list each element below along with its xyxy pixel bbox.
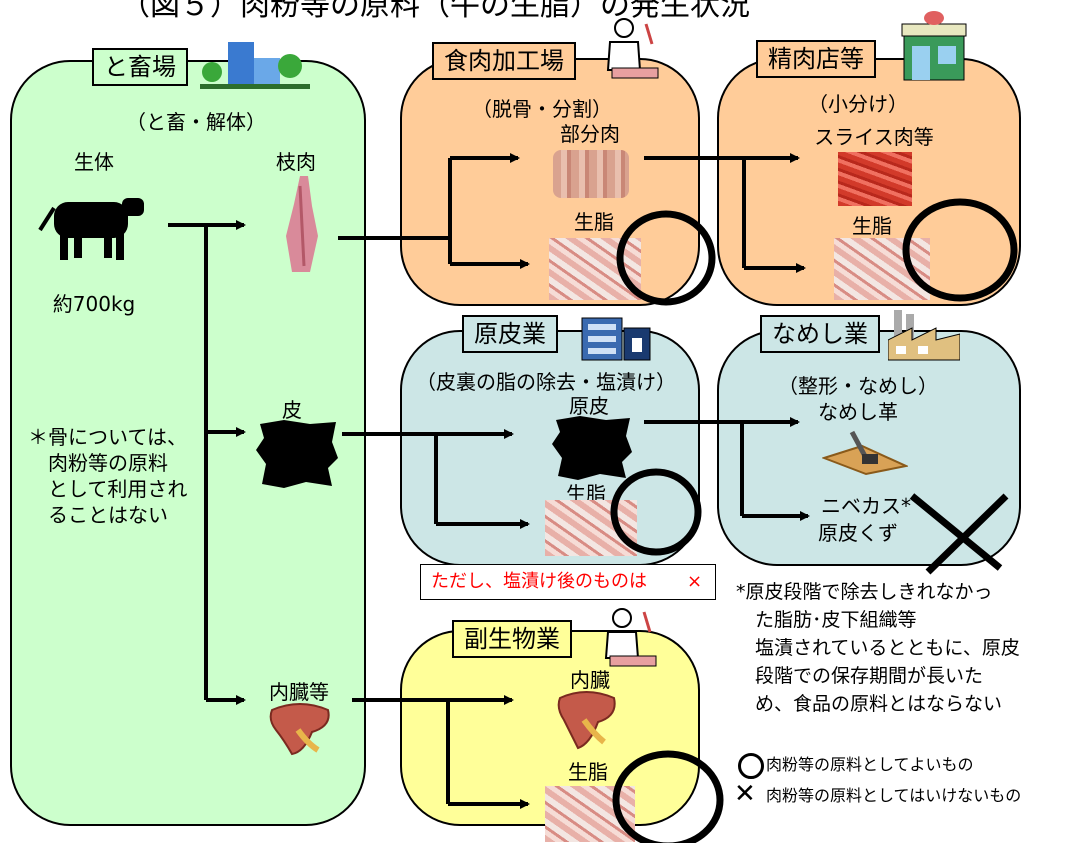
label-carcass: 枝肉 bbox=[276, 150, 316, 174]
ok-circle-fat-2 bbox=[902, 198, 1018, 302]
butcher-worker-icon bbox=[596, 14, 662, 84]
ok-circle-fat-1 bbox=[616, 210, 716, 306]
label-byproduct: 副生物業 bbox=[452, 620, 572, 658]
label-slaughterhouse: と畜場 bbox=[92, 48, 188, 86]
nibekasu-footnote: *原皮段階で除去しきれなかっ た脂肪･皮下組織等 塩漬されているとともに、原皮 … bbox=[736, 581, 1020, 715]
meat-process-caption: （脱骨・分割） bbox=[472, 97, 612, 121]
label-skin: 皮 bbox=[282, 398, 302, 422]
salted-note-mark: × bbox=[687, 571, 703, 592]
sliced-meat-image bbox=[838, 152, 912, 206]
label-butcher: 精肉店等 bbox=[756, 40, 876, 78]
cross-legend-icon: ✕ bbox=[734, 779, 756, 809]
label-offal: 内臓等 bbox=[269, 680, 329, 704]
label-meat-processing: 食肉加工場 bbox=[432, 42, 576, 80]
shop-storefront-icon bbox=[898, 10, 970, 84]
label-hide: 原皮業 bbox=[462, 315, 558, 353]
bone-note: ＊骨については、 肉粉等の原料 として利用され ることはない bbox=[28, 425, 188, 527]
label-raw-fat-2: 生脂 bbox=[852, 214, 892, 238]
legend-ok-text: 肉粉等の原料としてよいもの bbox=[766, 755, 974, 774]
tanning-process-caption: （整形・なめし） bbox=[778, 374, 938, 398]
hide-process-caption: （皮裏の脂の除去・塩漬け） bbox=[416, 370, 676, 394]
butcher-process-caption: （小分け） bbox=[808, 92, 908, 116]
page-title: （図５）肉粉等の原料（牛の生脂）の発生状況 bbox=[120, 0, 750, 23]
partial-meat-image bbox=[553, 150, 629, 198]
label-nibekasu: ニベカス* bbox=[821, 494, 911, 518]
organ-liver-icon bbox=[556, 688, 618, 752]
salted-note-text: ただし、塩漬け後のものは bbox=[431, 571, 647, 592]
tannery-factory-icon bbox=[887, 306, 961, 362]
ok-circle-fat-3 bbox=[610, 468, 702, 556]
byproduct-worker-icon bbox=[594, 604, 660, 670]
label-tanning: なめし業 bbox=[760, 315, 880, 353]
building-trees-icon bbox=[200, 38, 310, 90]
offal-liver-icon bbox=[268, 700, 332, 758]
leather-tool-icon bbox=[820, 428, 910, 476]
raw-hide-icon bbox=[550, 414, 634, 482]
label-organ: 内臓 bbox=[570, 668, 610, 692]
label-raw-fat-1: 生脂 bbox=[574, 210, 614, 234]
label-tanned-leather: なめし革 bbox=[818, 400, 898, 424]
ng-cross-nibekasu bbox=[909, 493, 1009, 575]
label-live-cattle: 生体 bbox=[74, 150, 114, 174]
label-raw-hide: 原皮 bbox=[569, 394, 609, 418]
circle-legend-icon bbox=[738, 753, 764, 779]
raw-fat-image-3 bbox=[545, 500, 637, 556]
ok-circle-fat-4 bbox=[612, 750, 724, 843]
label-hide-waste: 原皮くず bbox=[818, 521, 898, 545]
label-weight: 約700kg bbox=[52, 292, 136, 316]
label-sliced-meat: スライス肉等 bbox=[814, 125, 934, 149]
legend-ng-text: 肉粉等の原料としてはいけないもの bbox=[766, 786, 1022, 805]
carcass-icon bbox=[282, 176, 322, 274]
label-partial-meat: 部分肉 bbox=[560, 122, 620, 146]
slaughter-process-caption: （と畜・解体） bbox=[126, 110, 266, 134]
factory-office-icon bbox=[580, 312, 652, 362]
salted-note-box: ただし、塩漬け後のものは × bbox=[420, 564, 716, 600]
cattle-icon bbox=[36, 190, 152, 262]
skin-hide-icon bbox=[254, 418, 340, 490]
label-raw-fat-4: 生脂 bbox=[568, 760, 608, 784]
raw-fat-image-1 bbox=[549, 238, 641, 300]
